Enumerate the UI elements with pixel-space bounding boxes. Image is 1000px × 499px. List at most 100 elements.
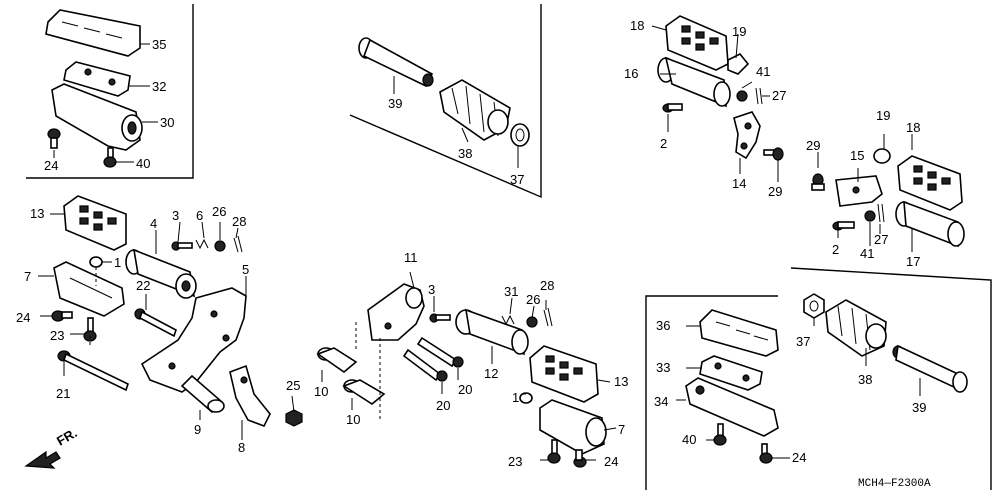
part-number-36: 36 [656,318,670,333]
bracket-8[interactable] [229,364,271,428]
bracket-15[interactable] [835,175,883,207]
pin-2-lower[interactable] [832,221,855,231]
frame-lines [26,4,992,490]
footpeg-plate-33[interactable] [699,355,763,391]
bolt-24-top[interactable] [47,128,61,149]
washer-37-top[interactable] [510,123,530,147]
bolt-24-lower[interactable] [759,443,773,464]
part-number-8: 8 [238,440,245,455]
spring-1-center[interactable] [519,392,533,404]
nut-25[interactable] [285,409,303,427]
footpeg-17[interactable] [895,200,965,248]
spring-1-left[interactable] [89,256,103,268]
part-number-37: 37 [510,172,524,187]
part-number-18: 18 [906,120,920,135]
direction-label: FR. [54,425,80,448]
part-number-40: 40 [682,432,696,447]
part-number-34: 34 [654,394,668,409]
part-number-39: 39 [912,400,926,415]
part-number-4: 4 [150,216,157,231]
bolt-24-left[interactable] [51,310,73,322]
bolt-29-lower[interactable] [811,173,825,191]
footpeg-bracket-30[interactable] [51,83,143,151]
footpeg-bracket-34[interactable] [685,377,779,437]
leader-lines [38,25,921,461]
nut-41-upper[interactable] [736,90,748,102]
part-number-28: 28 [540,278,554,293]
part-number-23: 23 [508,454,522,469]
bolt-23-center[interactable] [547,439,561,464]
bolt-24-center[interactable] [573,449,587,468]
part-number-1: 1 [512,390,519,405]
footpeg-16[interactable] [657,56,731,108]
footpeg-rubber-35[interactable] [45,9,141,57]
bolt-29-upper[interactable] [763,147,784,161]
part-number-6: 6 [196,208,203,223]
part-number-25: 25 [286,378,300,393]
part-number-19: 19 [732,24,746,39]
spring-6[interactable] [195,238,209,250]
part-number-5: 5 [242,262,249,277]
pin-39-top[interactable] [358,37,434,88]
footpeg-rubber-13-left[interactable] [63,195,127,251]
part-number-35: 35 [152,37,166,52]
rubber-38-top[interactable] [439,79,511,141]
bracket-14[interactable] [733,111,761,160]
part-number-33: 33 [656,360,670,375]
footpeg-rubber-18-lower[interactable] [897,155,963,211]
part-number-32: 32 [152,79,166,94]
part-number-27: 27 [772,88,786,103]
figure-code: MCH4—F2300A [858,478,931,490]
part-number-13: 13 [614,374,628,389]
pin-2-upper[interactable] [662,103,683,113]
rubber-38-lower[interactable] [825,299,887,357]
washer-26-left[interactable] [214,240,226,252]
part-number-1: 1 [114,255,121,270]
bolt-22[interactable] [134,308,177,338]
part-number-26: 26 [526,292,540,307]
part-number-39: 39 [388,96,402,111]
part-number-38: 38 [458,146,472,161]
clip-19-upper[interactable] [727,52,750,75]
nut-41-lower[interactable] [864,210,876,222]
bolt-3-center[interactable] [429,313,451,323]
footpeg-arm-4[interactable] [125,248,197,299]
footpeg-rubber-13-center[interactable] [529,345,599,403]
bolt-20-lower[interactable] [402,348,448,382]
cotter-28-left[interactable] [233,235,243,253]
cotter-27-upper[interactable] [755,87,763,105]
part-number-14: 14 [732,176,746,191]
collar-9[interactable] [180,374,225,414]
collar-10-upper[interactable] [316,347,358,374]
bolt-40-top[interactable] [103,147,117,168]
bracket-11[interactable] [367,283,425,341]
bolt-40-lower[interactable] [713,423,727,446]
bolt-21[interactable] [57,350,129,392]
part-number-40: 40 [136,156,150,171]
washer-26-center[interactable] [526,316,538,328]
footpeg-plate-32[interactable] [63,61,131,97]
bolt-3-left[interactable] [171,241,193,251]
part-number-12: 12 [484,366,498,381]
footpeg-rubber-36[interactable] [699,309,779,357]
cotter-28-center[interactable] [543,307,553,327]
bolt-20-upper[interactable] [416,336,464,368]
spring-31[interactable] [501,314,515,326]
pin-39-lower[interactable] [892,344,968,393]
guard-7-left[interactable] [53,261,125,317]
part-number-11: 11 [404,250,418,265]
part-number-20: 20 [436,398,450,413]
cotter-27-lower[interactable] [877,203,885,223]
clip-19-lower[interactable] [873,148,891,164]
footpeg-arm-12[interactable] [455,308,529,356]
part-number-24: 24 [16,310,30,325]
washer-37-lower[interactable] [803,293,825,319]
part-number-26: 26 [212,204,226,219]
part-number-10: 10 [346,412,360,427]
part-number-7: 7 [618,422,625,437]
part-number-24: 24 [792,450,806,465]
collar-10-lower[interactable] [342,379,386,405]
guard-7-center[interactable] [539,399,607,455]
part-number-13: 13 [30,206,44,221]
